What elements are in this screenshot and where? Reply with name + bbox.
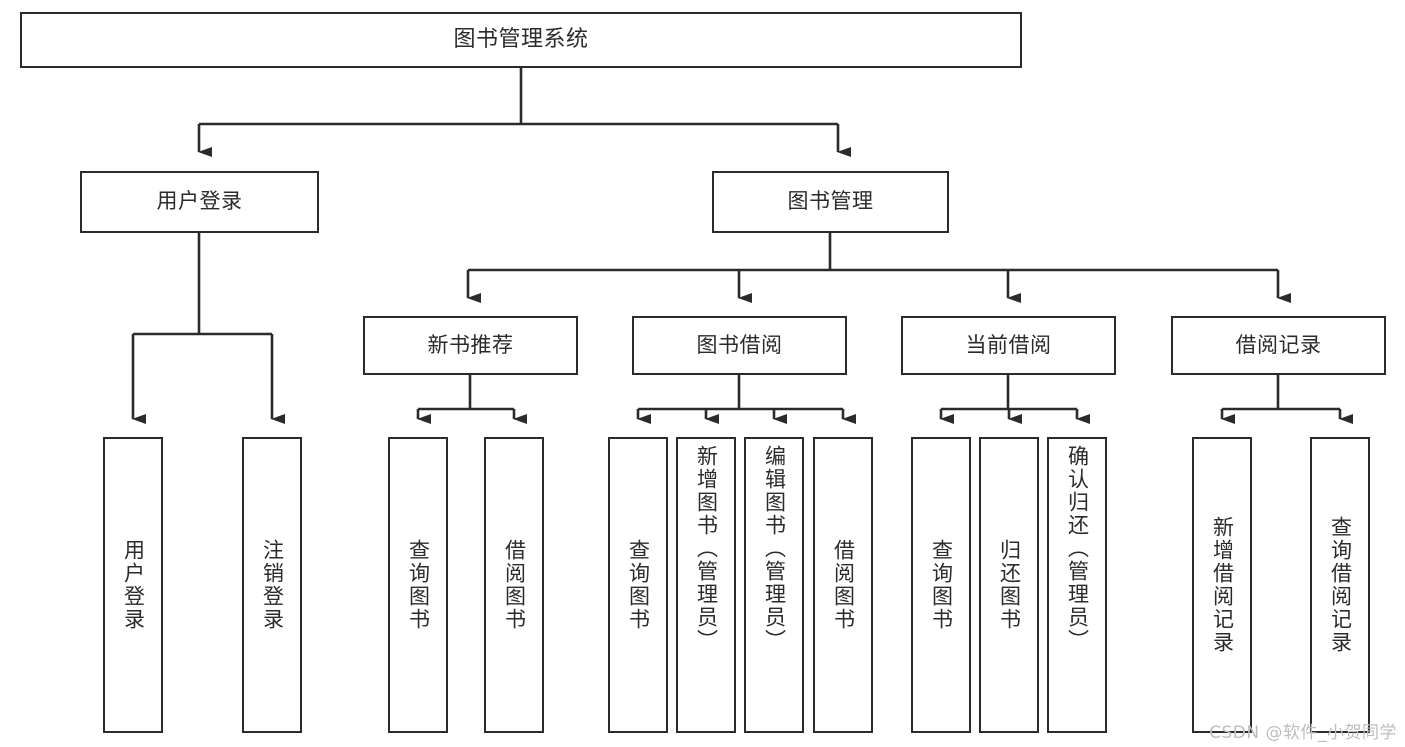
node-label: 借阅图书 — [831, 539, 856, 631]
leaf-user-logout[interactable]: 注销登录 — [242, 437, 302, 733]
leaf-record-add-record[interactable]: 新增借阅记录 — [1192, 437, 1252, 733]
leaf-recommend-borrow-book[interactable]: 借阅图书 — [484, 437, 544, 733]
node-borrowing-records[interactable]: 借阅记录 — [1171, 316, 1386, 375]
node-label: 新增图书（管理员） — [694, 445, 719, 652]
node-label: 查询图书 — [626, 539, 651, 631]
node-book-management[interactable]: 图书管理 — [712, 171, 949, 233]
leaf-borrow-query-book[interactable]: 查询图书 — [608, 437, 668, 733]
csdn-watermark: CSDN @软件_小贺同学 — [1209, 723, 1397, 743]
node-label: 图书借阅 — [696, 332, 783, 357]
node-label: 当前借阅 — [965, 332, 1052, 357]
leaf-borrow-edit-book-admin[interactable]: 编辑图书（管理员） — [744, 437, 804, 733]
node-label: 借阅记录 — [1235, 332, 1322, 357]
leaf-current-return-book[interactable]: 归还图书 — [979, 437, 1039, 733]
node-label: 图书管理系统 — [453, 26, 589, 52]
node-label: 查询借阅记录 — [1328, 516, 1353, 654]
leaf-borrow-borrow-book[interactable]: 借阅图书 — [813, 437, 873, 733]
node-label: 注销登录 — [260, 539, 285, 631]
node-label: 查询图书 — [929, 539, 954, 631]
leaf-record-query-record[interactable]: 查询借阅记录 — [1310, 437, 1370, 733]
node-label: 查询图书 — [406, 539, 431, 631]
node-root-system[interactable]: 图书管理系统 — [20, 12, 1022, 68]
node-label: 编辑图书（管理员） — [762, 445, 787, 652]
leaf-user-login[interactable]: 用户登录 — [103, 437, 163, 733]
leaf-current-confirm-return-admin[interactable]: 确认归还（管理员） — [1047, 437, 1107, 733]
node-label: 用户登录 — [156, 189, 243, 214]
node-label: 新书推荐 — [427, 332, 514, 357]
node-user-login[interactable]: 用户登录 — [80, 171, 319, 233]
node-book-borrowing[interactable]: 图书借阅 — [632, 316, 847, 375]
node-label: 确认归还（管理员） — [1065, 445, 1090, 652]
node-label: 归还图书 — [997, 539, 1022, 631]
leaf-current-query-book[interactable]: 查询图书 — [911, 437, 971, 733]
node-label: 借阅图书 — [502, 539, 527, 631]
node-new-book-recommendation[interactable]: 新书推荐 — [363, 316, 578, 375]
leaf-recommend-query-book[interactable]: 查询图书 — [388, 437, 448, 733]
leaf-borrow-add-book-admin[interactable]: 新增图书（管理员） — [676, 437, 736, 733]
node-label: 图书管理 — [787, 189, 874, 214]
node-label: 新增借阅记录 — [1210, 516, 1235, 654]
node-label: 用户登录 — [121, 539, 146, 631]
node-current-borrowing[interactable]: 当前借阅 — [901, 316, 1116, 375]
